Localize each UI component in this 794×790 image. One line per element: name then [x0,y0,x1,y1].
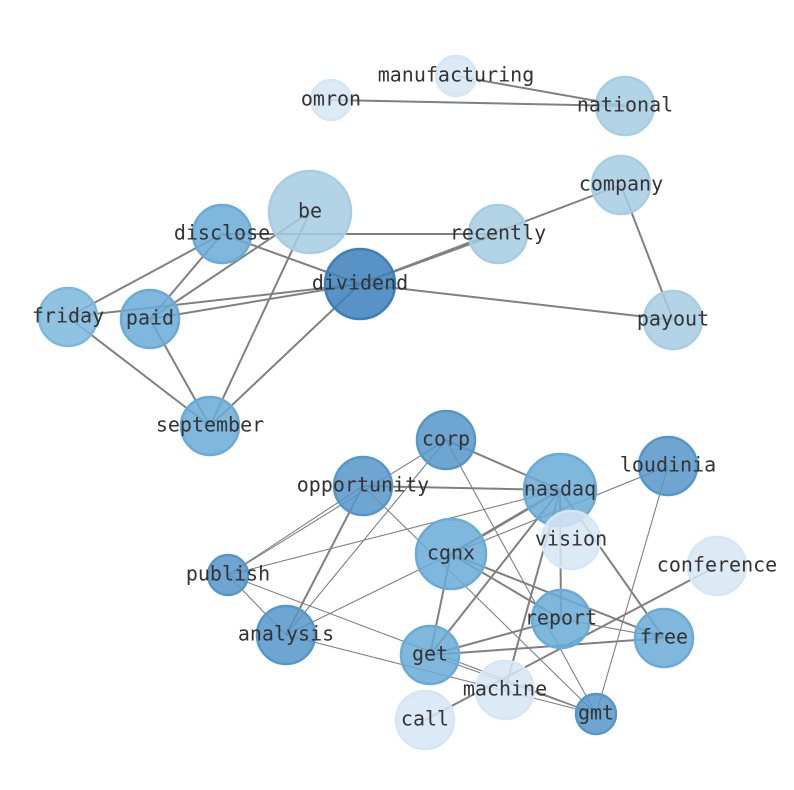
node-disclose[interactable]: disclose [174,203,270,265]
edge-omron-national [330,99,626,107]
node-label: dividend [312,271,408,295]
node-label: september [156,413,264,437]
node-circle [574,692,618,736]
node-label: be [298,199,322,223]
node-label: loudinia [620,453,716,477]
node-payout[interactable]: payout [637,289,709,351]
node-label: opportunity [297,473,429,497]
node-report[interactable]: report [525,588,597,650]
node-circle [119,288,181,350]
node-label: gmt [578,701,614,725]
node-circle [399,624,461,686]
node-label: get [412,642,448,666]
node-label: disclose [174,221,270,245]
node-circle [474,659,536,721]
node-label: free [640,625,688,649]
node-cgnx[interactable]: cgnx [414,517,488,591]
node-circle [323,247,397,321]
node-label: nasdaq [524,477,596,501]
node-corp[interactable]: corp [415,409,477,471]
node-omron[interactable]: omron [301,78,361,122]
node-opportunity[interactable]: opportunity [297,455,429,517]
node-call[interactable]: call [394,689,456,751]
node-circle [332,455,394,517]
node-label: conference [657,553,777,577]
node-circle [179,395,241,457]
edge-corp-gmt [445,439,597,715]
node-recently[interactable]: recently [450,203,546,265]
node-circle [633,607,695,669]
node-circle [37,286,99,348]
node-national[interactable]: national [577,75,673,137]
node-nasdaq[interactable]: nasdaq [522,452,598,528]
node-gmt[interactable]: gmt [574,692,618,736]
node-circle [434,54,478,98]
node-label: omron [301,87,361,111]
node-circle [255,604,317,666]
edge-friday-dividend [67,283,361,318]
node-label: company [579,172,663,196]
node-label: cgnx [427,541,475,565]
node-september[interactable]: september [156,395,264,457]
edge-publish-corp [227,439,447,576]
node-label: paid [126,306,174,330]
node-manufacturing[interactable]: manufacturing [378,54,535,98]
node-label: recently [450,221,546,245]
node-circle [467,203,529,265]
node-analysis[interactable]: analysis [238,604,334,666]
node-circle [267,169,353,255]
node-circle [642,289,704,351]
node-circle [540,509,602,571]
node-circle [637,435,699,497]
edge-get-free [429,637,665,656]
node-conference[interactable]: conference [657,535,777,597]
node-circle [686,535,748,597]
node-circle [594,75,656,137]
node-dividend[interactable]: dividend [312,247,408,321]
node-circle [415,409,477,471]
node-vision[interactable]: vision [535,509,607,571]
node-label: payout [637,307,709,331]
node-label: call [401,707,449,731]
node-circle [590,154,652,216]
node-loudinia[interactable]: loudinia [620,435,716,497]
node-machine[interactable]: machine [463,659,547,721]
node-label: manufacturing [378,63,535,87]
node-company[interactable]: company [579,154,663,216]
node-circle [414,517,488,591]
node-label: analysis [238,622,334,646]
node-friday[interactable]: friday [32,286,104,348]
edge-opportunity-gmt [362,485,597,715]
node-label: friday [32,304,104,328]
node-circle [206,553,250,597]
node-label: corp [422,427,470,451]
node-label: machine [463,677,547,701]
node-label: report [525,606,597,630]
node-circle [530,588,592,650]
node-circle [394,689,456,751]
node-get[interactable]: get [399,624,461,686]
edge-loudinia-gmt [595,465,669,715]
node-circle [309,78,353,122]
node-paid[interactable]: paid [119,288,181,350]
node-label: publish [186,562,270,586]
edge-dividend-payout [359,283,674,321]
node-be[interactable]: be [267,169,353,255]
node-free[interactable]: free [633,607,695,669]
node-label: national [577,93,673,117]
edge-publish-nasdaq [227,489,561,576]
node-publish[interactable]: publish [186,553,270,597]
nodes-layer: manufacturing omron national company be discl… [32,54,777,751]
edge-corp-analysis [285,439,447,636]
node-label: vision [535,527,607,551]
node-circle [191,203,253,265]
